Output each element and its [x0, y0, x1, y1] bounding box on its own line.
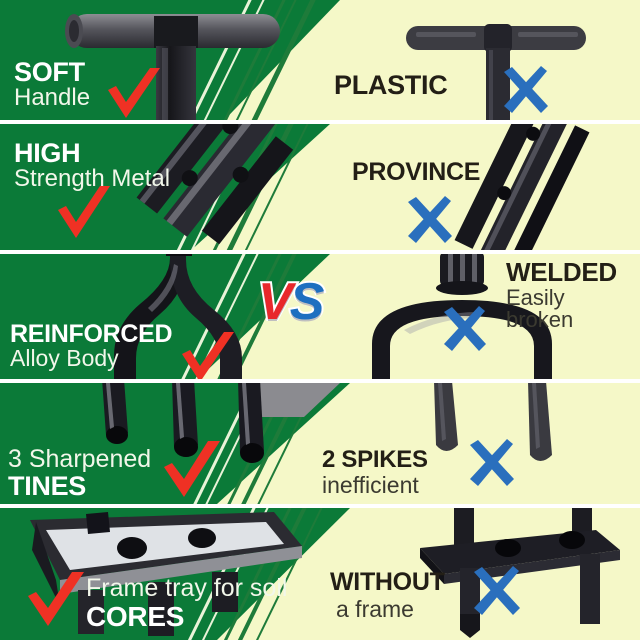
con-title: PROVINCE	[352, 158, 481, 186]
row-separator	[0, 250, 640, 254]
pro-subtitle: TINES	[8, 471, 87, 501]
con-title: WELDED	[506, 257, 617, 287]
comparison-row-handle: SOFT Handle PLASTIC	[0, 0, 640, 120]
con-title: 2 SPIKES	[322, 446, 428, 473]
con-subtitle: inefficient	[322, 472, 419, 498]
check-mark	[22, 570, 88, 630]
comparison-row-frame: Frame tray for soil CORES WITHOUT a fram…	[0, 508, 640, 640]
con-subtitle: a frame	[336, 596, 414, 622]
pro-title: 3 Sharpened	[8, 445, 152, 473]
cross-mark	[470, 566, 524, 618]
pro-subtitle: CORES	[86, 601, 185, 632]
two-spikes-image	[434, 383, 552, 461]
cross-mark	[500, 66, 552, 116]
pro-subtitle: Handle	[14, 84, 91, 111]
pro-title: Frame tray for soil	[86, 574, 288, 602]
versus-badge: VS	[256, 273, 327, 331]
versus-s: S	[288, 273, 327, 331]
cross-mark	[440, 306, 490, 354]
comparison-row-shaft-material: HIGH Strength Metal PROVINCE	[0, 124, 640, 250]
province-shaft-product-image	[454, 124, 590, 250]
con-title: PLASTIC	[334, 70, 448, 100]
con-subtitle: Easily broken	[506, 285, 574, 333]
pro-title: HIGH	[14, 138, 81, 168]
check-mark	[176, 330, 238, 379]
check-mark	[102, 66, 164, 120]
versus-v: V	[256, 273, 295, 331]
comparison-row-tines: 3 Sharpened TINES 2 SPIKES inefficient	[0, 383, 640, 504]
row-separator	[0, 120, 640, 124]
pro-subtitle: Alloy Body	[10, 345, 119, 371]
plastic-handle-product-image	[406, 24, 586, 120]
check-mark	[158, 439, 224, 501]
row-separator	[0, 504, 640, 508]
cross-mark	[466, 439, 518, 489]
row-separator	[0, 379, 640, 383]
pro-title: REINFORCED	[10, 320, 173, 348]
cross-mark	[404, 196, 456, 246]
con-title: WITHOUT	[330, 568, 445, 596]
pro-title: SOFT	[14, 57, 85, 87]
comparison-row-body: REINFORCED Alloy Body WELDED Easily brok…	[0, 254, 640, 379]
check-mark	[52, 184, 114, 242]
